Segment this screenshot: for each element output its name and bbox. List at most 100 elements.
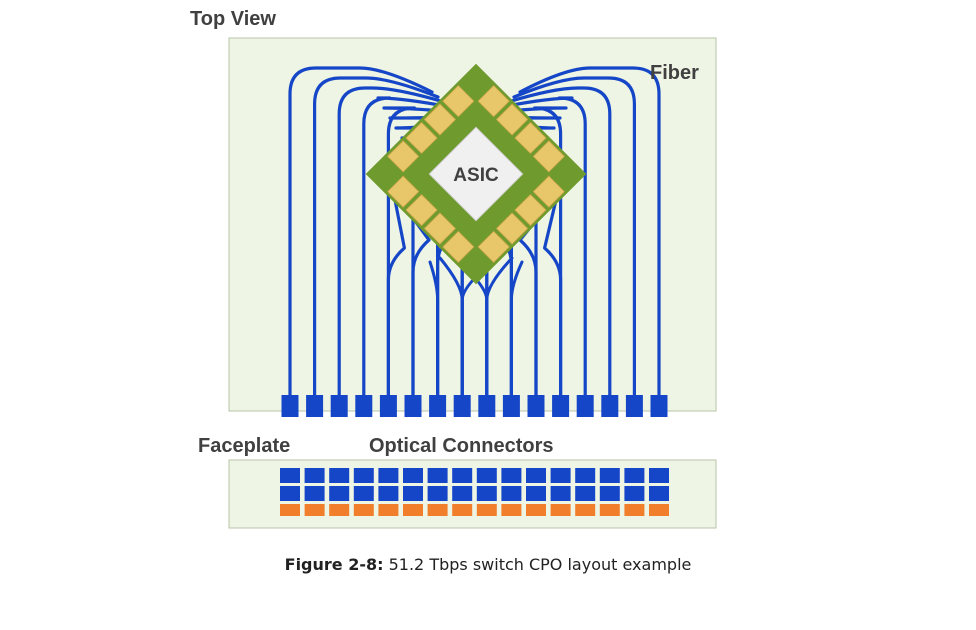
faceplate-connector: [329, 468, 350, 483]
optical-connector-grid: [280, 468, 669, 516]
fiber-route: [288, 66, 434, 397]
faceplate-connector: [501, 504, 522, 516]
faceplate-connector: [353, 468, 374, 483]
fiber-connector: [404, 395, 422, 417]
fiber-connector: [379, 395, 397, 417]
faceplate-connector: [353, 504, 374, 516]
faceplate-connector: [526, 504, 546, 516]
fiber-connectors: [281, 395, 668, 417]
faceplate-connector: [353, 486, 374, 501]
faceplate-connector: [550, 486, 571, 501]
fiber-connector: [625, 395, 643, 417]
faceplate-connector: [476, 486, 497, 501]
faceplate-connector: [427, 504, 448, 516]
fiber-route: [428, 260, 440, 397]
faceplate-connector: [403, 486, 423, 501]
fiber-connector: [478, 395, 496, 417]
fiber-label: Fiber: [650, 62, 699, 84]
optical-engine: [532, 140, 565, 173]
asic-die: [428, 126, 524, 222]
fiber-route: [509, 260, 524, 397]
faceplate-connector: [304, 486, 325, 501]
fiber-route: [512, 76, 636, 397]
faceplate-connector: [304, 468, 325, 483]
optical-engine: [477, 230, 510, 263]
optical-engine: [387, 140, 420, 173]
fiber-connector: [601, 395, 619, 417]
faceplate-connector: [575, 486, 596, 501]
faceplate-connector: [575, 504, 596, 516]
faceplate-connector: [378, 504, 399, 516]
faceplate-connector: [427, 486, 448, 501]
fiber-connector: [502, 395, 520, 417]
optical-engine: [405, 121, 438, 155]
fiber-route: [411, 216, 431, 397]
optical-engine: [405, 193, 438, 227]
faceplate-connector: [476, 504, 497, 516]
faceplate-connector: [427, 468, 448, 483]
asic-label: ASIC: [453, 165, 499, 186]
faceplate-connector: [452, 504, 473, 516]
faceplate-connector: [280, 468, 300, 483]
optical-engine: [442, 230, 475, 263]
fiber-connector: [429, 395, 447, 417]
faceplate-connector: [452, 468, 473, 483]
fiber-route: [386, 198, 406, 397]
optical-engine: [495, 212, 529, 245]
fiber-connector: [330, 395, 348, 417]
fiber-connector: [355, 395, 373, 417]
fiber-route: [337, 86, 446, 397]
fiber-connector: [306, 395, 324, 417]
faceplate-connector: [624, 486, 645, 501]
faceplate-connector: [575, 468, 596, 483]
faceplate-connector: [280, 504, 300, 516]
faceplate-connector: [649, 468, 669, 483]
fiber-route: [494, 106, 568, 397]
figure-caption-prefix: Figure 2-8:: [284, 555, 384, 574]
faceplate-connector: [526, 486, 546, 501]
fiber-route: [500, 96, 587, 397]
optical-engine: [423, 103, 457, 136]
faceplate-connector: [526, 468, 546, 483]
optical-engine: [477, 85, 510, 118]
fiber-route: [543, 198, 563, 397]
optical-engine: [495, 103, 529, 136]
fiber-connector: [281, 395, 299, 417]
faceplate-connector: [649, 504, 669, 516]
fiber-connector: [650, 395, 668, 417]
optical-engine: [387, 175, 420, 208]
optical-engine: [442, 85, 475, 118]
faceplate-connector: [599, 468, 620, 483]
figure-caption-text: 51.2 Tbps switch CPO layout example: [383, 555, 692, 574]
fiber-connector: [552, 395, 570, 417]
fiber-connector: [527, 395, 545, 417]
faceplate-connector: [501, 486, 522, 501]
fiber-route: [362, 96, 452, 397]
top-view-label: Top View: [190, 8, 276, 30]
faceplate-connector: [550, 504, 571, 516]
faceplate-connector: [378, 486, 399, 501]
fiber-connector: [576, 395, 594, 417]
optical-engine: [514, 193, 547, 227]
faceplate-connector: [280, 486, 300, 501]
faceplate-connector: [624, 504, 645, 516]
faceplate-connector: [550, 468, 571, 483]
faceplate-connector: [624, 468, 645, 483]
faceplate-connector: [329, 486, 350, 501]
fiber-route: [313, 76, 440, 397]
faceplate-connector: [649, 486, 669, 501]
faceplate-label: Faceplate: [198, 435, 291, 457]
faceplate-connector: [329, 504, 350, 516]
faceplate-connector: [599, 504, 620, 516]
optical-engine: [423, 212, 457, 245]
fiber-route: [518, 66, 661, 397]
faceplate-connector: [599, 486, 620, 501]
faceplate-connector: [378, 468, 399, 483]
faceplate-connector: [403, 504, 423, 516]
optical-engine: [532, 175, 565, 208]
fiber-connector: [453, 395, 471, 417]
optical-connectors-label: Optical Connectors: [369, 435, 554, 457]
faceplate-connector: [501, 468, 522, 483]
optical-engine: [514, 121, 547, 155]
